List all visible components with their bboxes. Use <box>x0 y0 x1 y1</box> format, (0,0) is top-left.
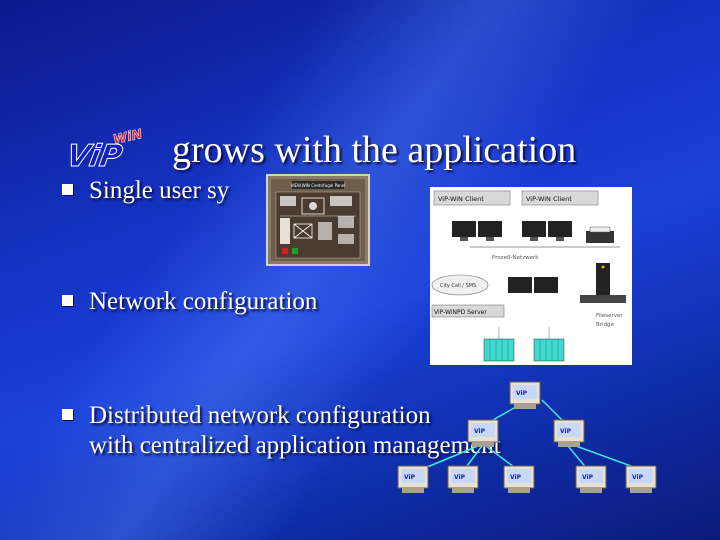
slide-title: grows with the application <box>172 128 576 172</box>
svg-text:ViP: ViP <box>404 474 416 481</box>
io-cabinet-icon <box>484 339 514 361</box>
client2-label: ViP-WiN Client <box>526 195 572 203</box>
panel-header-text: VIEW.WIN Centrifugal Panel <box>291 183 346 188</box>
bullet-text: Network configuration <box>89 287 317 317</box>
svg-text:ViP: ViP <box>582 474 594 481</box>
svg-text:ViP: ViP <box>632 474 644 481</box>
vipwin-logo: ViP WiN <box>66 128 176 172</box>
client1-label: ViP-WiN Client <box>438 195 484 203</box>
distributed-network-diagram: ViP ViP ViP ViP ViP ViP ViP <box>380 376 670 498</box>
workstation-icon: ViP <box>448 466 478 493</box>
svg-text:ViP: ViP <box>510 474 522 481</box>
bridge-label: Bridge <box>596 322 615 328</box>
bullet-text: Single user sy <box>89 176 229 206</box>
network-label: Prozeß-Netzwerk <box>492 255 539 261</box>
connection-lines <box>420 400 642 470</box>
workstation-icon: ViP <box>510 382 540 409</box>
io-cabinet-icon <box>534 339 564 361</box>
logo-sup-text: WiN <box>112 128 144 148</box>
panel-diagram: VIEW.WIN Centrifugal Panel <box>268 176 368 264</box>
svg-text:ViP: ViP <box>516 390 528 397</box>
workstation-icon: ViP <box>626 466 656 493</box>
cloud-label: City Call / SMS <box>440 283 476 289</box>
server-label: ViP-WiNPD Server <box>434 309 487 316</box>
workstation-icon: ViP <box>554 420 584 447</box>
bullet-square-icon <box>62 409 73 420</box>
workstation-icon: ViP <box>504 466 534 493</box>
fileserver-label: Fileserver <box>596 313 623 319</box>
workstation-icon: ViP <box>398 466 428 493</box>
svg-text:ViP: ViP <box>560 428 572 435</box>
workstation-icon: ViP <box>576 466 606 493</box>
workstation-icon: ViP <box>468 420 498 447</box>
bullet-square-icon <box>62 184 73 195</box>
printer-icon <box>586 231 614 243</box>
svg-text:ViP: ViP <box>474 428 486 435</box>
network-configuration-diagram: ViP-WiN Client ViP-WiN Client Prozeß-Net… <box>430 187 632 365</box>
single-user-panel-screenshot: VIEW.WIN Centrifugal Panel <box>266 174 370 266</box>
svg-text:ViP: ViP <box>454 474 466 481</box>
bullet-square-icon <box>62 295 73 306</box>
